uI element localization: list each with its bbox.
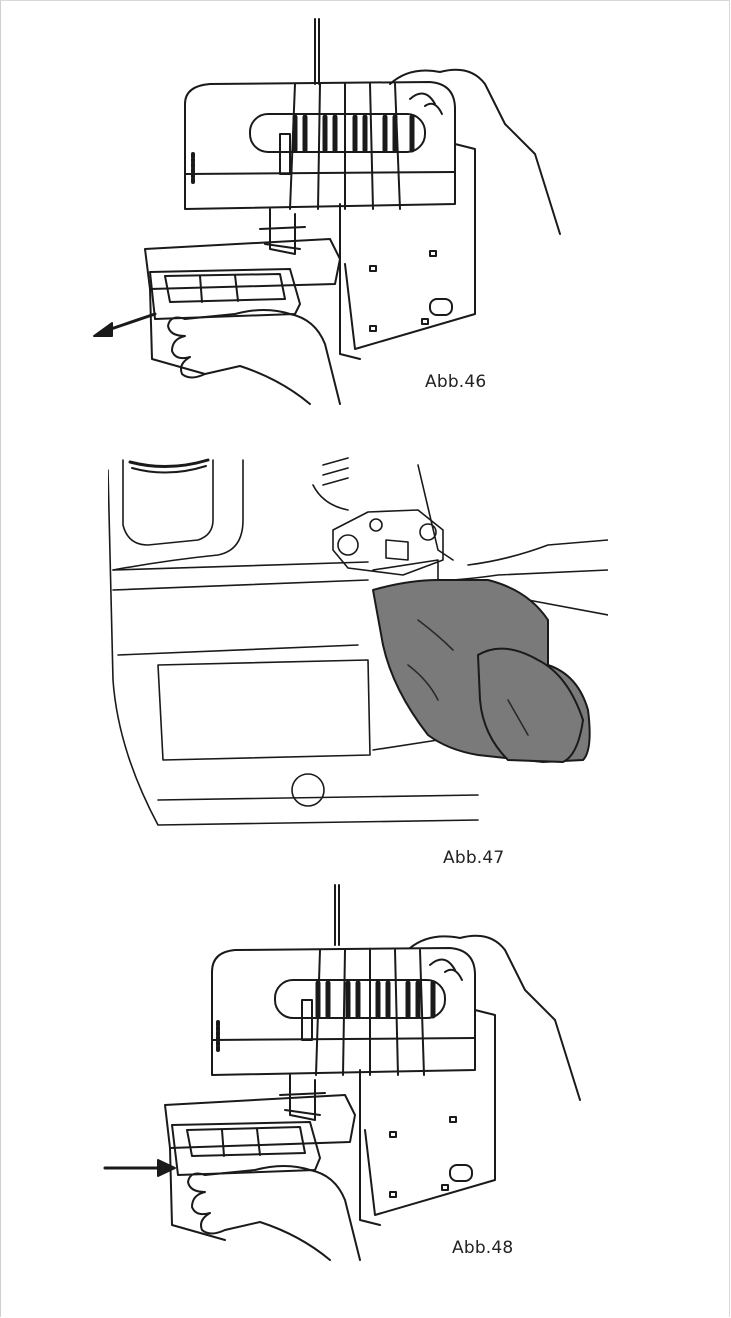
figure-caption: Abb.46	[425, 372, 487, 392]
figure-abb46: Abb.46	[90, 14, 610, 419]
figure-caption: Abb.48	[452, 1238, 514, 1258]
cleaning-cloth-illustration	[108, 457, 608, 826]
figure-abb48: Abb.48	[90, 880, 610, 1285]
figure-caption: Abb.47	[443, 848, 505, 868]
overlocker-illustration-insert-tray	[103, 884, 581, 1261]
figure-abb47: Abb.47	[108, 450, 608, 868]
overlocker-illustration-remove-tray	[93, 18, 561, 405]
